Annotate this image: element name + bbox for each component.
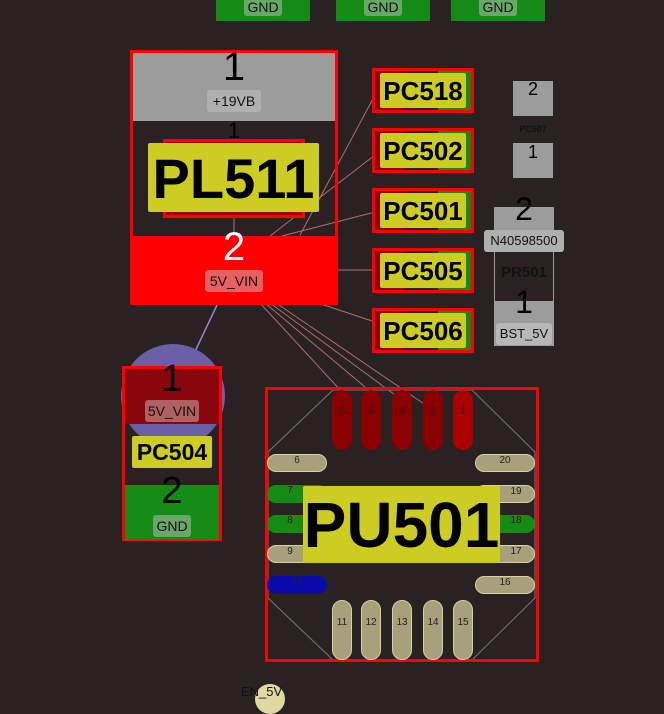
ref-label: PC518 xyxy=(380,73,466,108)
pad-number: 2 xyxy=(161,470,183,512)
ref-label: PC505 xyxy=(380,253,466,288)
pu501-pin-5[interactable]: 5 xyxy=(332,390,352,450)
net-label: BST_5V xyxy=(496,323,552,345)
ratsnest-line xyxy=(269,302,403,401)
pl511-ref-label: PL511 xyxy=(148,143,319,212)
ratsnest-line xyxy=(317,302,376,323)
pc505-component[interactable]: PC505 xyxy=(372,248,474,293)
pu501-pin-11[interactable]: 11 xyxy=(332,600,352,660)
pc506-component[interactable]: PC506 xyxy=(372,308,474,353)
pu501-pin-1[interactable]: 1 xyxy=(453,390,473,450)
pu501-pin-15[interactable]: 15 xyxy=(453,600,473,660)
body-gap xyxy=(495,251,553,301)
pc504-pad-1[interactable]: 1 5V_VIN xyxy=(125,360,219,424)
pc518-component[interactable]: PC518 xyxy=(372,68,474,113)
pc504-pad-2[interactable]: GND xyxy=(125,485,219,540)
pad-number: 2 xyxy=(515,191,533,227)
pu501-pin-16[interactable]: 16 xyxy=(475,576,535,594)
pc504-component[interactable]: 1 5V_VIN GND 2 PC504 xyxy=(122,360,222,541)
pu501-pin-4[interactable]: 4 xyxy=(361,390,381,450)
pad-number: 1 xyxy=(161,358,183,400)
ratsnest-line xyxy=(281,211,376,237)
body-gap xyxy=(513,116,553,143)
ratsnest-line xyxy=(269,154,376,237)
net-label: N40598500 xyxy=(484,230,564,252)
net-label: GND xyxy=(153,515,191,537)
pu501-pin-20[interactable]: 20 xyxy=(475,454,535,472)
net-label: +19VB xyxy=(207,90,261,112)
pu501-pin-13[interactable]: 13 xyxy=(392,600,412,660)
pc501-component[interactable]: PC501 xyxy=(372,188,474,233)
gnd-pad[interactable]: GND xyxy=(336,0,430,21)
gnd-pad[interactable]: GND xyxy=(216,0,310,21)
pad-number: 1 xyxy=(222,45,246,89)
pu501-ref-label: PU501 xyxy=(303,486,500,563)
ref-label: PC501 xyxy=(380,193,466,228)
pr501-component[interactable]: 2 N40598500 PR501 1 BST_5V xyxy=(484,193,564,346)
ref-label: PC506 xyxy=(380,313,466,348)
pu501-pin-6[interactable]: 6 xyxy=(267,454,327,472)
ref-label: PC502 xyxy=(380,133,466,168)
pl511-component[interactable]: 1 +19VB 2 5V_VIN xyxy=(130,47,338,305)
pu501-pin-10[interactable]: 10 xyxy=(267,576,327,594)
ratsnest-line xyxy=(259,302,343,393)
ratsnest-line xyxy=(264,302,372,393)
gnd-pad[interactable]: GND xyxy=(451,0,545,21)
pad-number: 2 xyxy=(222,225,246,269)
net-label: GND xyxy=(244,0,282,16)
pu501-component[interactable] xyxy=(265,387,539,662)
pc507-component[interactable]: 2 PC507 1 xyxy=(513,79,553,178)
ref-label: PC507 xyxy=(519,124,547,134)
pc502-component[interactable]: PC502 xyxy=(372,128,474,173)
pu501-pin-2[interactable]: 2 xyxy=(423,390,443,450)
net-label: GND xyxy=(479,0,517,16)
pad-number: 1 xyxy=(515,284,533,320)
pu501-pin-14[interactable]: 14 xyxy=(423,600,443,660)
net-label: 5V_VIN xyxy=(145,400,199,422)
net-label: 5V_VIN xyxy=(205,270,263,292)
pu501-pin-3[interactable]: 3 xyxy=(392,390,412,450)
pl511-pad-2[interactable]: 2 5V_VIN xyxy=(133,227,335,302)
net-label: EN_5V xyxy=(241,684,283,699)
pad-number: 2 xyxy=(527,79,538,99)
ref-label: PR501 xyxy=(501,264,547,281)
pad-number: 1 xyxy=(227,118,241,143)
net-label: GND xyxy=(364,0,402,16)
pl511-pad-1[interactable]: 1 +19VB xyxy=(133,47,335,121)
pad-number: 1 xyxy=(527,142,538,162)
ref-label: PC504 xyxy=(132,436,212,468)
pu501-pin-12[interactable]: 12 xyxy=(361,600,381,660)
